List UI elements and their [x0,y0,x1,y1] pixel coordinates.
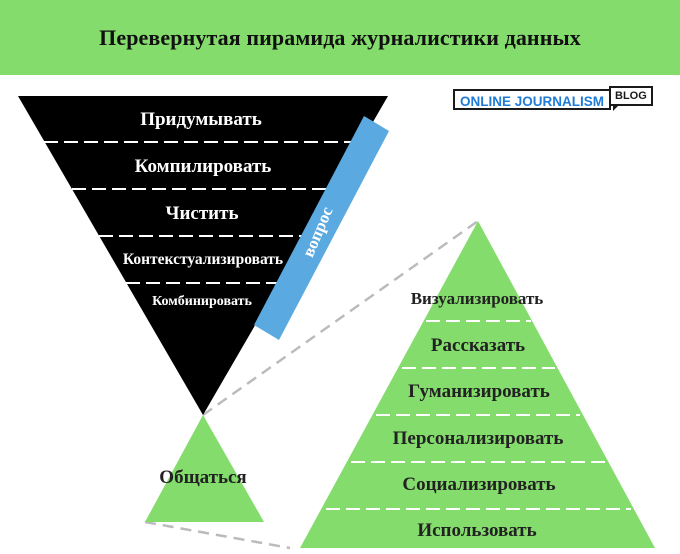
small-pyramid [145,415,264,522]
inverted-pyramid-dividers [44,141,361,284]
logo-wordmark: ONLINE JOURNALISM [453,89,612,110]
page-title: Перевернутая пирамида журналистики данны… [99,24,581,50]
layer-label-utilise: Использовать [417,520,537,541]
layer-label-narrate: Рассказать [430,335,526,356]
title-banner: Перевернутая пирамида журналистики данны… [0,0,680,75]
layer-label-socialise: Социализировать [402,474,556,495]
layer-label-conceive: Придумывать [140,109,262,130]
zoom-line-bottom [144,520,291,550]
communicate-pyramid-dividers [326,320,631,510]
communicate-label: Общаться [159,467,247,488]
layer-label-personalise: Персонализировать [392,428,564,449]
layer-label-combine: Комбинировать [152,294,252,309]
layer-label-humanise: Гуманизировать [408,381,550,402]
layer-label-contextualise: Контекстуализировать [122,251,284,268]
zoom-line-top [202,219,479,417]
layer-label-visualise: Визуализировать [410,289,544,308]
layer-label-compile: Компилировать [134,156,272,177]
question-bar [254,116,389,340]
logo-blog-badge: BLOG [609,86,653,111]
layer-label-clean: Чистить [165,203,239,224]
online-journalism-logo: ONLINE JOURNALISM BLOG [453,86,653,112]
communicate-pyramid [300,221,655,548]
inverted-pyramid [18,96,388,415]
